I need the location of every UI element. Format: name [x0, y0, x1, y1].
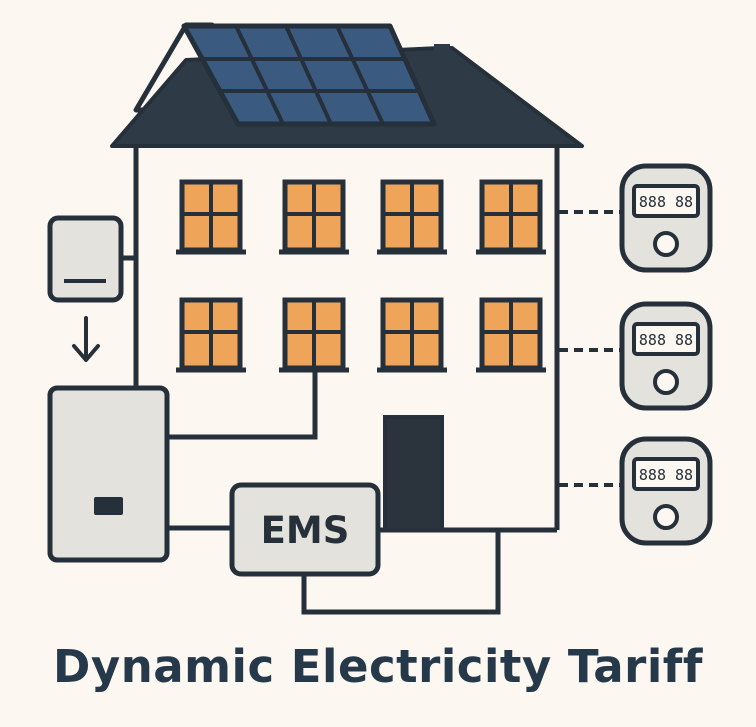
window	[176, 297, 246, 373]
window	[377, 179, 447, 255]
diagram-title: Dynamic Electricity Tariff	[53, 640, 703, 693]
windows	[176, 179, 546, 373]
down-arrow-icon	[72, 316, 100, 362]
solar-panel	[181, 23, 437, 127]
wiring	[121, 255, 501, 615]
window	[176, 179, 246, 255]
ems-unit: EMS	[229, 482, 381, 577]
meter-display: 888 88	[639, 331, 693, 349]
window	[476, 179, 546, 255]
electricity-meter: 888 88	[619, 436, 713, 546]
ems-label: EMS	[261, 509, 350, 552]
door	[383, 415, 444, 532]
meter-display: 888 88	[639, 466, 693, 484]
window	[476, 297, 546, 373]
electricity-meter: 888 88	[619, 163, 713, 273]
meter-connections	[559, 210, 622, 487]
meter-display: 888 88	[639, 193, 693, 211]
window	[377, 297, 447, 373]
window	[279, 297, 349, 373]
window	[279, 179, 349, 255]
inverter	[47, 215, 124, 303]
electricity-meter: 888 88	[619, 301, 713, 411]
battery-storage	[47, 385, 170, 563]
